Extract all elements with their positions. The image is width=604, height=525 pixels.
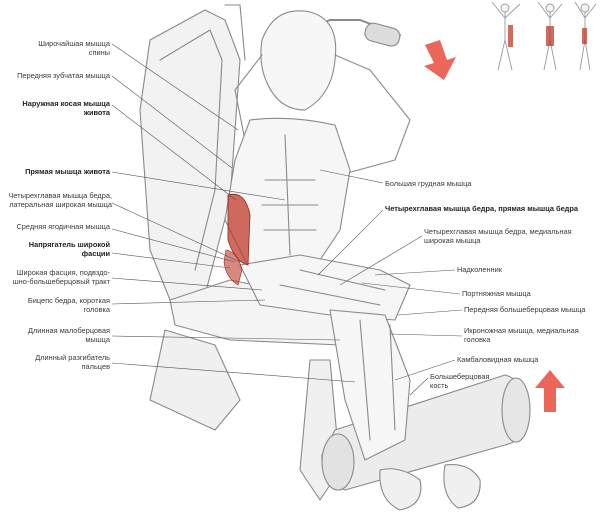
label-peroneus-longus: Длинная малоберцовая мышца [27, 326, 110, 344]
highlight-external-oblique [227, 193, 251, 266]
label-external-oblique: Наружная косая мышца живота [22, 99, 110, 117]
label-tibia: Большеберцовая кость [430, 372, 490, 390]
label-latissimus: Широчайшая мышца спины [38, 39, 110, 57]
label-iliotibial-tract: Широкая фасция, подвздо- шно-большеберцо… [12, 268, 110, 286]
athlete-shoes [379, 464, 481, 511]
label-sartorius: Портняжная мышца [462, 289, 531, 298]
label-vastus-lateralis: Четырехглавая мышца бедра, латеральная ш… [8, 191, 112, 209]
arrow-down-icon [424, 40, 456, 80]
label-tibialis-anterior: Передняя большеберцовая мышца [464, 305, 586, 314]
label-patella: Надколенник [457, 265, 502, 274]
arrow-up-icon [535, 370, 565, 412]
machine-post [224, 4, 246, 61]
label-vastus-medialis: Четырехглавая мышца бедра, медиальная ши… [424, 227, 572, 245]
label-biceps-femoris: Бицепс бедра, короткая головка [27, 296, 110, 314]
athlete-head [260, 10, 337, 111]
label-quadriceps-rectus: Четырехглавая мышца бедра, прямая мышца … [385, 204, 578, 213]
machine-base [149, 329, 241, 431]
highlight-tensor-fasciae [223, 249, 243, 286]
athlete-lower-legs [329, 309, 411, 461]
athlete-thighs [239, 254, 411, 321]
label-rectus-abdominis: Прямая мышца живота [25, 167, 110, 176]
label-tensor-fasciae: Напрягатель широкой фасции [28, 240, 110, 258]
label-extensor-digitorum: Длинный разгибатель пальцев [35, 353, 110, 371]
label-serratus: Передняя зубчатая мышца [17, 71, 110, 80]
label-soleus: Камбаловидная мышца [457, 355, 539, 364]
label-pectoralis-major: Большая грудная мышца [385, 179, 472, 188]
thumbnail-muscle-views [491, 1, 597, 71]
label-gluteus-medius: Средняя ягодичная мышца [16, 222, 110, 231]
label-gastrocnemius: Икроножная мышца, медиальная головка [464, 326, 579, 344]
leader-lines [111, 43, 463, 396]
